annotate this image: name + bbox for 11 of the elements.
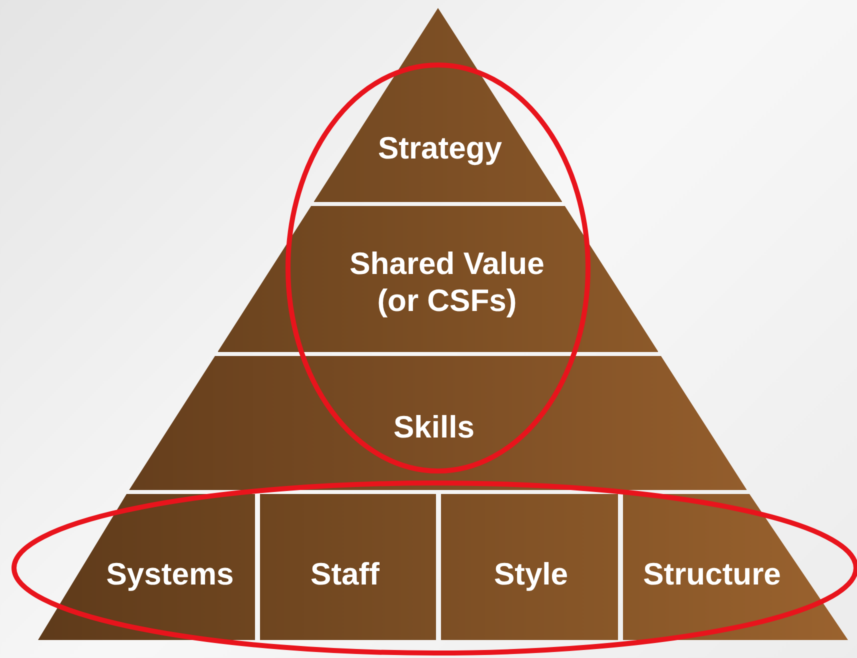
tier-label: Systems [106, 555, 234, 593]
tier-label: Staff [310, 555, 380, 593]
pyramid-tier [623, 494, 848, 640]
tier-label: Style [494, 555, 568, 593]
tier-label: Shared Value (or CSFs) [348, 244, 546, 320]
tier-label: Strategy [378, 129, 502, 167]
tier-label: Structure [643, 555, 781, 593]
pyramid-tier [260, 494, 436, 640]
tier-label: Skills [393, 408, 474, 446]
pyramid-tier [38, 494, 255, 640]
pyramid-tier [441, 494, 618, 640]
